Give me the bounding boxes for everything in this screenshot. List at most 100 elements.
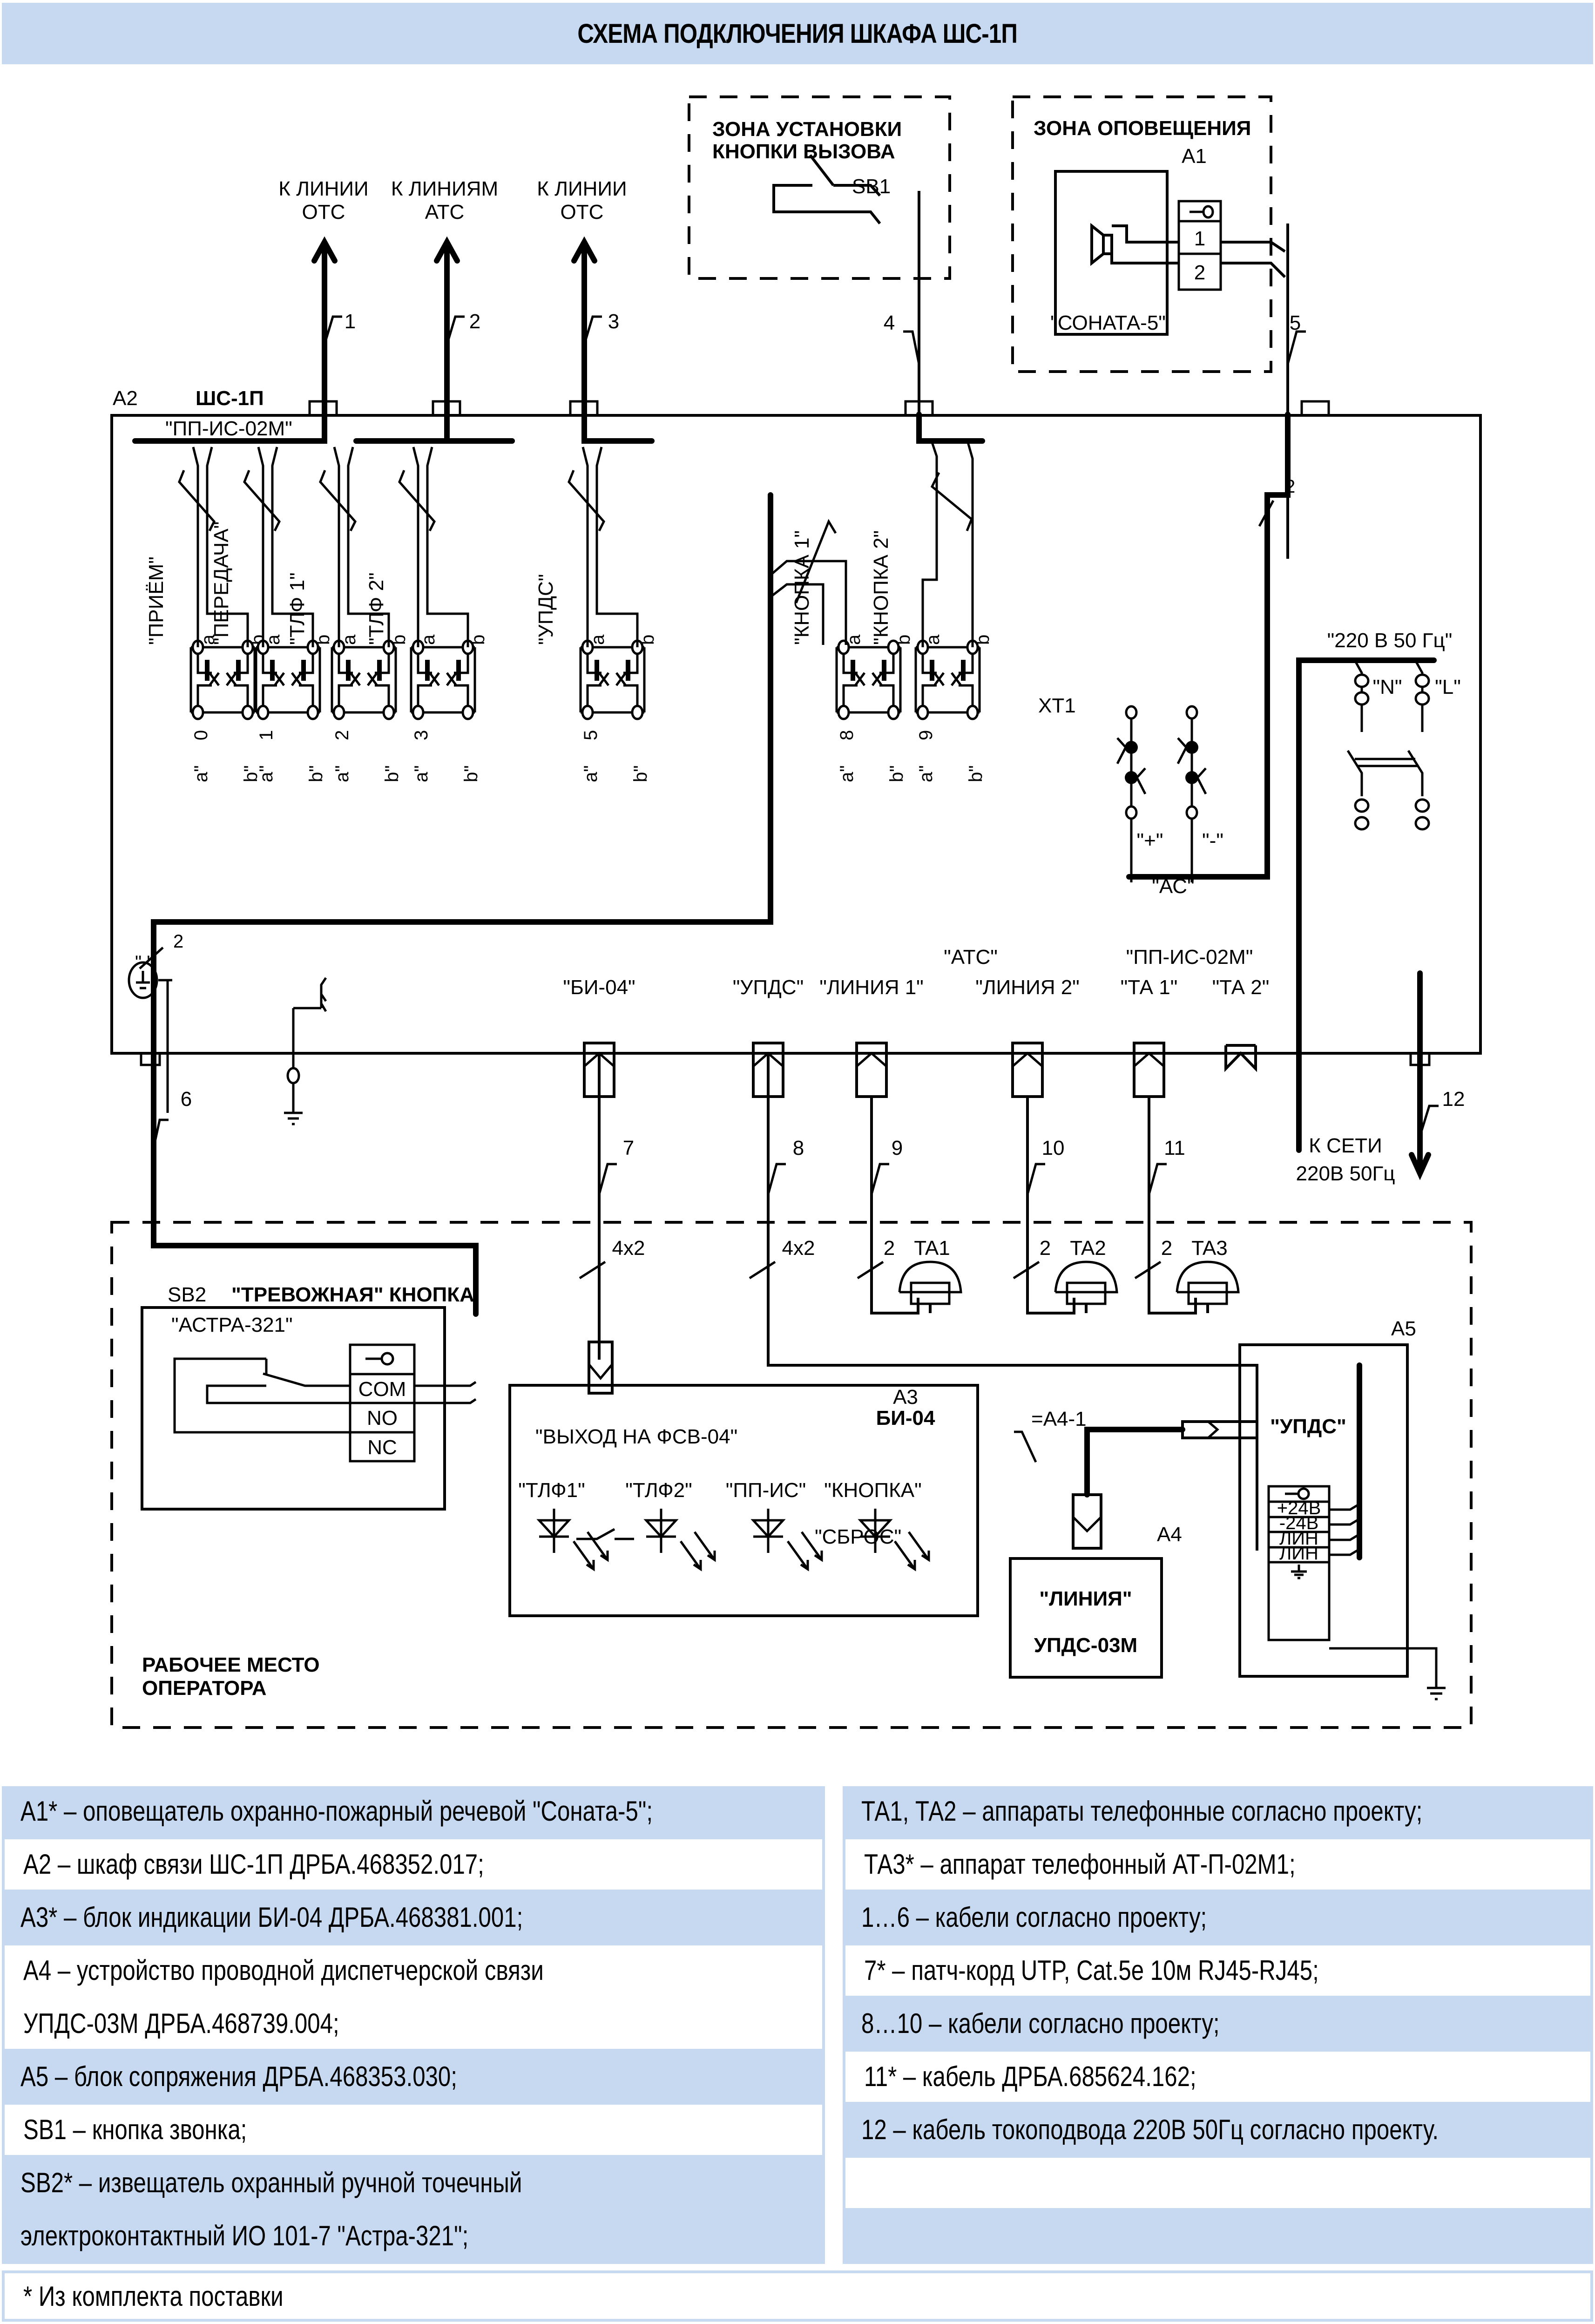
pin-label-a2: a" — [332, 766, 352, 782]
cable-6-wire — [151, 492, 773, 1172]
arrow-down-icon — [1409, 1152, 1431, 1180]
legend-row — [843, 2211, 1593, 2264]
pin-label-b: b — [313, 635, 333, 645]
a3-indicators: "ТЛФ1""ТЛФ2""ПП-ИС""КНОПКА" — [518, 1479, 930, 1572]
earth-ground-icon — [284, 977, 327, 1125]
a3-connector — [588, 1341, 614, 1395]
power-switch: "220 В 50 Гц" "N" "L" — [1296, 629, 1461, 1153]
pin-label-a: a — [198, 634, 218, 645]
channel-number: 3 — [411, 730, 432, 740]
phone-wire-count: 2 — [1161, 1237, 1172, 1260]
a5-name: "УПДС" — [1270, 1415, 1346, 1438]
a5-ground-wire — [1329, 1647, 1438, 1688]
legend-text: 12 – кабель токоподвода 220В 50Гц соглас… — [861, 2114, 1439, 2145]
connector-label: "ТА 2" — [1212, 976, 1270, 999]
terminal-screw-icon — [412, 705, 425, 720]
legend-row: А1* – оповещатель охранно-пожарный речев… — [2, 1786, 825, 1839]
external-line-1-label-1: К ЛИНИИ — [278, 177, 368, 200]
connector-label: "БИ-04" — [563, 976, 635, 999]
cable-8-leader — [767, 1163, 786, 1195]
wire-count-left: 2 — [173, 931, 183, 952]
legend-text: А5 – блок сопряжения ДРБА.468353.030; — [20, 2061, 457, 2092]
pin-label-a: a — [923, 634, 943, 645]
indicator-label: "ТЛФ1" — [518, 1479, 585, 1502]
cabinet-connector: "ЛИНИЯ 2"10 — [975, 976, 1080, 1314]
phone-ref: TA1 — [914, 1237, 950, 1260]
sb2-ref: SB2 — [168, 1283, 206, 1306]
cable-7-leader — [598, 1163, 617, 1195]
a1-ref: A1 — [1182, 145, 1207, 168]
line-label: "L" — [1435, 676, 1461, 698]
channel-number: 9 — [916, 730, 936, 740]
pin-label-b: b — [468, 635, 488, 645]
a1-device-name: "СОНАТА-5" — [1050, 312, 1166, 334]
legend-row: SB2* – извещатель охранный ручной точечн… — [2, 2158, 825, 2264]
cabinet-connector: "УПДС" — [733, 976, 804, 1098]
a4-line-label: "ЛИНИЯ" — [1039, 1587, 1132, 1610]
a1-wire-1 — [1221, 241, 1286, 253]
cabinet-connector: "ТА 2" — [1212, 976, 1270, 1072]
sb2-terminal-com: COM — [358, 1378, 406, 1401]
phone-wire-count: 2 — [1040, 1237, 1051, 1260]
pin-label-b: b — [893, 635, 914, 645]
cable-gland — [140, 1052, 161, 1066]
legend-text: SB2* – извещатель охранный ручной точечн… — [20, 2167, 522, 2198]
pin-label-a2: a" — [411, 766, 432, 782]
connector-label: "ТА 1" — [1121, 976, 1178, 999]
legend-text: 1…6 – кабели согласно проекту; — [861, 1902, 1207, 1933]
pin-label-a2: a" — [581, 766, 601, 782]
external-line-2-label-1: К ЛИНИЯМ — [391, 177, 498, 200]
bundle-4x2-a: 4x2 — [612, 1237, 645, 1260]
phone-ref: TA3 — [1191, 1237, 1227, 1260]
channel-name: "УПДС" — [534, 574, 557, 645]
channel-name: "ПЕРЕДАЧА" — [210, 522, 233, 645]
phone-cable — [870, 1097, 919, 1314]
legend-row: 1…6 – кабели согласно проекту; — [843, 1892, 1593, 1945]
cable-12-number: 12 — [1442, 1088, 1465, 1111]
legend-row: ТА3* – аппарат телефонный АТ-П-02М1; — [843, 1839, 1593, 1892]
cable-3-number: 3 — [608, 310, 619, 333]
reset-button-icon — [576, 1528, 634, 1540]
external-line-3-label-2: ОТС — [561, 201, 604, 224]
led-icon — [643, 1509, 679, 1553]
cabinet-connector: "БИ-04" — [563, 976, 635, 1098]
cabinet-name: ШС-1П — [196, 387, 264, 410]
pin-label-b2: b" — [886, 766, 907, 782]
external-line-1: К ЛИНИИ ОТС 1 — [278, 177, 369, 436]
telephone-icon — [898, 1260, 962, 1294]
channel-name: "КНОПКА 2" — [870, 530, 892, 645]
telephone-icon — [1176, 1260, 1240, 1294]
pin-label-b2: b" — [461, 766, 481, 782]
external-line-3: К ЛИНИИ ОТС 3 — [537, 177, 627, 436]
a5-terminal-lin-2: ЛИН — [1279, 1543, 1318, 1564]
indicator-led: "ТЛФ1" — [518, 1479, 609, 1572]
phone-ref: TA2 — [1070, 1237, 1106, 1260]
rj45-socket-icon — [1224, 1044, 1257, 1072]
terminal-screw-icon — [887, 639, 900, 655]
wiring-diagram: К ЛИНИИ ОТС 1 К ЛИНИЯМ АТС 2 К ЛИНИИ ОТС… — [110, 95, 1482, 1729]
cable-6-number: 6 — [181, 1088, 192, 1111]
cable-number: 11 — [1164, 1137, 1185, 1159]
pin-label-b2: b" — [382, 766, 402, 782]
a4-wire — [1084, 1427, 1185, 1497]
legend-text: SB1 – кнопка звонка; — [23, 2114, 247, 2145]
connector-group-ppis: "ПП-ИС-02М" — [1126, 946, 1253, 969]
legend-text: А2 – шкаф связи ШС-1П ДРБА.468352.017; — [23, 1849, 484, 1880]
phone-ta2: 2 TA2 — [1013, 1237, 1118, 1313]
pin-label-b2: b" — [306, 766, 326, 782]
battery-label: "АС" — [1152, 875, 1194, 898]
cabinet-ref: A2 — [113, 387, 138, 410]
channel-name: "ТЛФ 2" — [365, 572, 388, 645]
rj45-connector-icon — [1133, 1042, 1165, 1098]
legend-row: SB1 – кнопка звонка; — [2, 2105, 825, 2158]
terminal-screw-icon — [837, 639, 850, 655]
legend-text: 7* – патч-корд UTP, Cat.5e 10м RJ45-RJ45… — [864, 1955, 1319, 1986]
a5-connector — [1181, 1420, 1258, 1439]
ground-symbol-icon: " " — [128, 952, 158, 999]
